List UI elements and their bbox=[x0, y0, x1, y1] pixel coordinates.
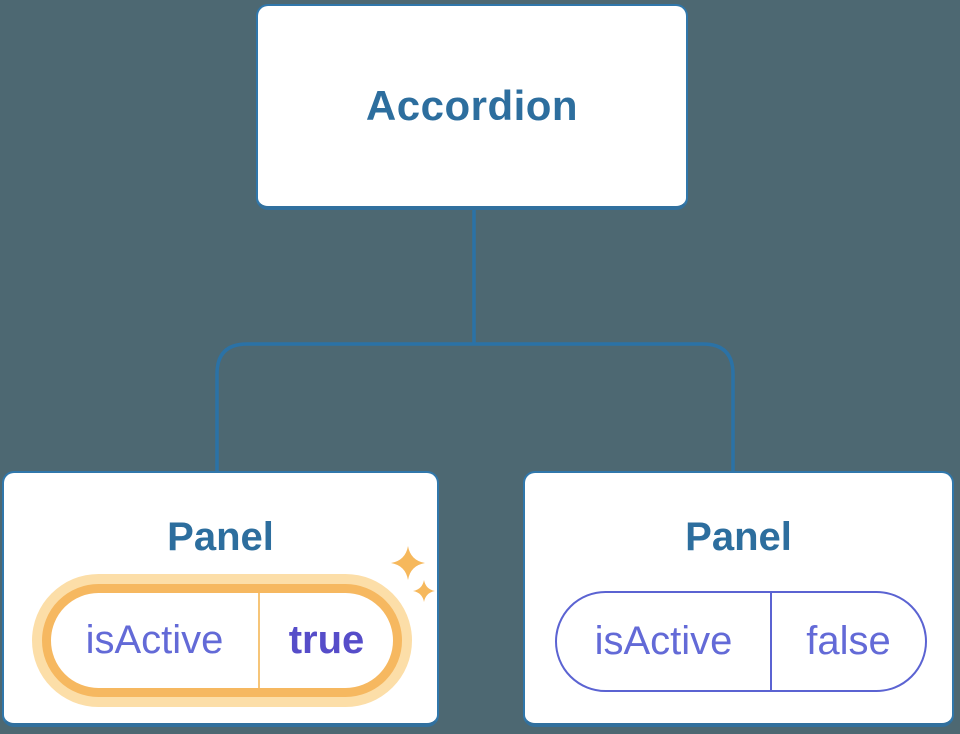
state-pill-active: isActive true bbox=[42, 584, 402, 697]
state-prop-cell: isActive bbox=[557, 593, 772, 690]
connector-branches bbox=[215, 342, 735, 472]
state-prop-cell: isActive bbox=[51, 593, 260, 688]
state-pill-inactive: isActive false bbox=[555, 591, 927, 692]
state-prop-name: isActive bbox=[594, 619, 733, 663]
state-value: false bbox=[806, 619, 891, 663]
state-value-cell: true bbox=[260, 593, 393, 688]
panel-title: Panel bbox=[685, 515, 792, 559]
accordion-label: Accordion bbox=[365, 82, 579, 129]
panel-node-active: Panel isActive true bbox=[2, 471, 439, 727]
panel-title: Panel bbox=[167, 515, 274, 559]
accordion-node: Accordion bbox=[256, 4, 688, 210]
state-value: true bbox=[288, 618, 365, 662]
state-prop-name: isActive bbox=[85, 618, 224, 662]
panel-node-inactive: Panel isActive false bbox=[523, 471, 954, 727]
state-value-cell: false bbox=[772, 593, 925, 690]
